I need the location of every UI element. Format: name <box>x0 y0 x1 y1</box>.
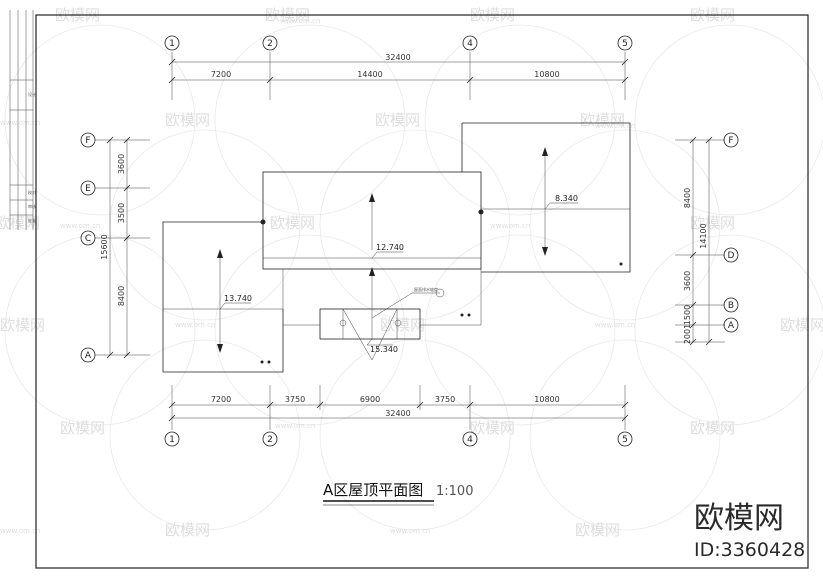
watermark-url: www.om.cn <box>280 17 320 25</box>
dim-right-segment: 8400 <box>683 188 692 208</box>
elevation-marks: 8.340 12.740 13.740 15.340 <box>219 194 578 354</box>
dim-right-segment: 1500 <box>683 305 692 325</box>
watermark-logo: 欧模网 <box>690 214 735 232</box>
brand-id: ID:3360428 <box>694 539 805 561</box>
top-dimensions: 32400 7200 14400 10800 <box>168 52 629 100</box>
watermark-url: www.om.cn <box>390 527 430 535</box>
elevation-label: 12.740 <box>376 243 404 252</box>
watermark-logo: 欧模网 <box>470 419 515 437</box>
title-block-strip: 设计 校对 审核 批准 <box>9 10 36 230</box>
right-axis-bubbles: F D B A <box>723 132 739 333</box>
axis-label: E <box>85 184 91 194</box>
bottom-dimensions: 7200 3750 6900 3750 10800 32400 <box>168 385 629 430</box>
dim-bottom-segment: 3750 <box>435 395 455 404</box>
watermark-layer: 欧模网 欧模网 欧模网 欧模网 欧模网 欧模网 欧模网 欧模网 欧模网 欧模网 … <box>0 6 823 539</box>
watermark-logo: 欧模网 <box>0 316 45 334</box>
dim-left-overall: 15600 <box>100 234 109 259</box>
watermark-logo: 欧模网 <box>580 111 625 129</box>
watermark-logo: 欧模网 <box>165 521 210 539</box>
watermark-url: www.om.cn <box>60 222 100 230</box>
dim-left-segment: 8400 <box>117 286 126 306</box>
watermark-url: www.om.cn <box>490 222 530 230</box>
brand-mark: 欧模网 ID:3360428 <box>694 501 805 561</box>
title-block-field: 审核 <box>28 203 36 209</box>
axis-label: 1 <box>169 39 175 49</box>
watermark-logo: 欧模网 <box>60 419 105 437</box>
watermark-url: www.om.cn <box>595 321 635 329</box>
watermark-url: www.om.cn <box>0 527 40 535</box>
dim-left-segment: 3500 <box>117 203 126 223</box>
title-block-field: 批准 <box>28 217 36 223</box>
dim-top-segment: 7200 <box>211 70 231 79</box>
dim-top-segment: 10800 <box>534 70 559 79</box>
watermark-url: www.om.cn <box>275 422 315 430</box>
left-axis-bubbles: F E C A <box>80 132 96 363</box>
axis-label: C <box>85 234 91 244</box>
bottom-axis-bubbles: 1 2 4 5 <box>164 431 633 447</box>
axis-label: A <box>728 321 735 331</box>
watermark-logo: 欧模网 <box>380 316 425 334</box>
right-dimensions: 8400 3600 1500 2001 14100 <box>675 136 725 346</box>
top-axis-bubbles: 1 2 4 5 <box>164 35 633 51</box>
watermark-logo: 欧模网 <box>0 214 40 232</box>
dim-right-segment: 2001 <box>683 324 692 344</box>
axis-label: 5 <box>622 39 628 49</box>
left-dimensions: 3600 3500 8400 15600 <box>95 136 150 359</box>
axis-label: D <box>728 251 735 261</box>
dim-bottom-segment: 3750 <box>285 395 305 404</box>
axis-label: 1 <box>169 435 175 445</box>
slope-arrows <box>217 147 548 353</box>
roof-outline <box>162 122 631 373</box>
watermark-logo: 欧模网 <box>575 521 620 539</box>
watermark-logo: 欧模网 <box>690 419 735 437</box>
watermark-logo: 欧模网 <box>165 111 210 129</box>
axis-label: F <box>85 136 90 146</box>
callout: 屋面排水坡度 <box>371 286 445 319</box>
title-block-field: 设计 <box>28 91 36 97</box>
axis-label: B <box>728 301 734 311</box>
elevation-label: 15.340 <box>370 345 398 354</box>
dim-top-overall: 32400 <box>385 53 410 62</box>
axis-label: 5 <box>622 435 628 445</box>
dim-right-segment: 3600 <box>683 271 692 291</box>
dim-right-overall: 14100 <box>699 223 708 248</box>
dim-bottom-segment: 10800 <box>534 395 559 404</box>
elevation-label: 13.740 <box>224 294 252 303</box>
callout-label: 屋面排水坡度 <box>414 286 438 292</box>
elevation-label: 8.340 <box>555 194 578 203</box>
axis-label: 4 <box>467 435 473 445</box>
dim-bottom-overall: 32400 <box>385 409 410 418</box>
drawing-title: A区屋顶平面图 1:100 <box>323 481 473 506</box>
drawing-scale: 1:100 <box>436 484 473 499</box>
axis-label: A <box>85 351 92 361</box>
axis-label: F <box>728 136 733 146</box>
brand-name: 欧模网 <box>694 501 784 536</box>
watermark-url: www.om.cn <box>0 119 40 127</box>
watermark-logo: 欧模网 <box>375 111 420 129</box>
drawing-title-text: A区屋顶平面图 <box>323 481 423 499</box>
drawing-frame <box>35 14 809 569</box>
watermark-url: www.om.cn <box>595 122 635 130</box>
axis-label: 4 <box>467 39 473 49</box>
dim-left-segment: 3600 <box>117 154 126 174</box>
watermark-url: www.om.cn <box>175 321 215 329</box>
dim-top-segment: 14400 <box>357 70 382 79</box>
title-block-field: 校对 <box>28 189 36 195</box>
watermark-logo: 欧模网 <box>270 214 315 232</box>
axis-label: 2 <box>267 39 273 49</box>
watermark-logo: 欧模网 <box>780 316 823 334</box>
dim-bottom-segment: 6900 <box>360 395 380 404</box>
axis-label: 2 <box>267 435 273 445</box>
dim-bottom-segment: 7200 <box>211 395 231 404</box>
